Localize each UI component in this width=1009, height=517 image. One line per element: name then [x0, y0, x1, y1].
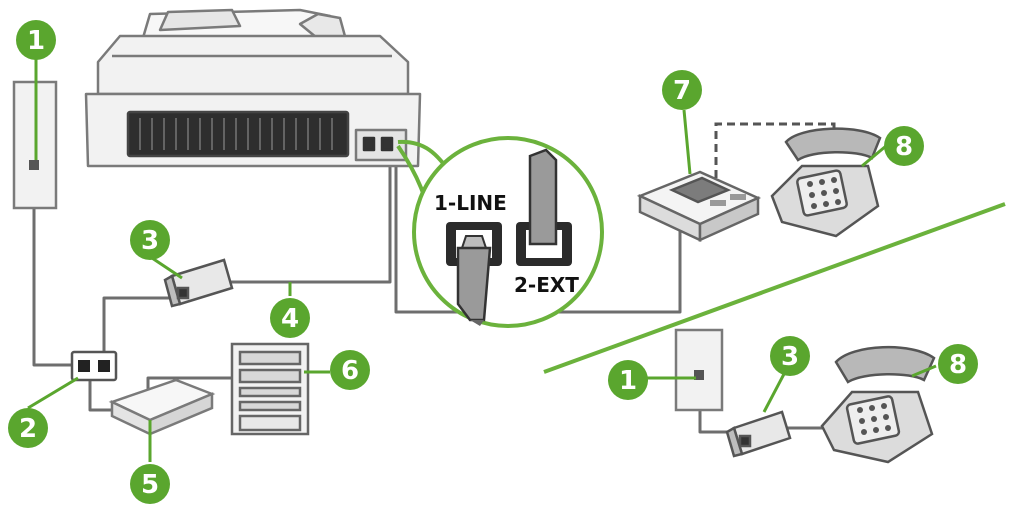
callout-3-top: 3 — [130, 220, 170, 260]
dsl-filter-bottom — [725, 410, 792, 458]
svg-text:6: 6 — [341, 356, 359, 386]
callout-6: 6 — [330, 350, 370, 390]
line-port — [446, 222, 502, 326]
cable-printer-to-line — [394, 148, 480, 314]
ext-port-label: 2-EXT — [514, 273, 579, 297]
cable-wall-to-splitter — [32, 166, 80, 367]
dsl-modem — [108, 378, 216, 436]
svg-text:5: 5 — [141, 470, 159, 500]
cable-splitter-to-filter — [102, 282, 174, 362]
port-zoom: 1-LINE 2-EXT — [396, 136, 604, 328]
svg-text:3: 3 — [781, 342, 799, 372]
svg-text:3: 3 — [141, 226, 159, 256]
callouts: 1 2 3 4 5 6 7 8 — [8, 20, 978, 504]
zoom-ring — [412, 136, 604, 328]
svg-text:1: 1 — [27, 26, 45, 56]
line-port-label: 1-LINE — [434, 191, 507, 215]
telephone-bottom — [820, 345, 936, 464]
svg-text:7: 7 — [673, 76, 691, 106]
cable-filter-to-printer — [226, 148, 392, 284]
svg-text:1: 1 — [619, 366, 637, 396]
callout-8-top: 8 — [884, 126, 924, 166]
computer — [230, 342, 310, 436]
ext-port — [516, 148, 572, 266]
cable-modem-to-computer — [146, 376, 240, 394]
callout-4: 4 — [270, 298, 310, 338]
callout-1-top: 1 — [16, 20, 56, 60]
answering-machine — [636, 170, 762, 242]
dsl-filter-top — [163, 258, 234, 308]
cables — [32, 148, 832, 434]
callout-3-bottom: 3 — [770, 336, 810, 376]
splitter — [70, 350, 118, 382]
telephone-top — [770, 127, 882, 238]
wall-jack-bottom — [674, 328, 724, 412]
printer — [84, 8, 422, 168]
callout-2: 2 — [8, 408, 48, 448]
callout-1-bottom: 1 — [608, 360, 648, 400]
divider-line — [543, 202, 1006, 374]
svg-text:2: 2 — [19, 414, 37, 444]
cable-ext-to-answering-machine — [533, 216, 682, 314]
callout-7: 7 — [662, 70, 702, 110]
svg-text:4: 4 — [281, 304, 299, 334]
callout-leaders — [27, 58, 937, 462]
svg-text:8: 8 — [949, 350, 967, 380]
callout-8-bottom: 8 — [938, 344, 978, 384]
svg-text:8: 8 — [895, 132, 913, 162]
callout-5: 5 — [130, 464, 170, 504]
